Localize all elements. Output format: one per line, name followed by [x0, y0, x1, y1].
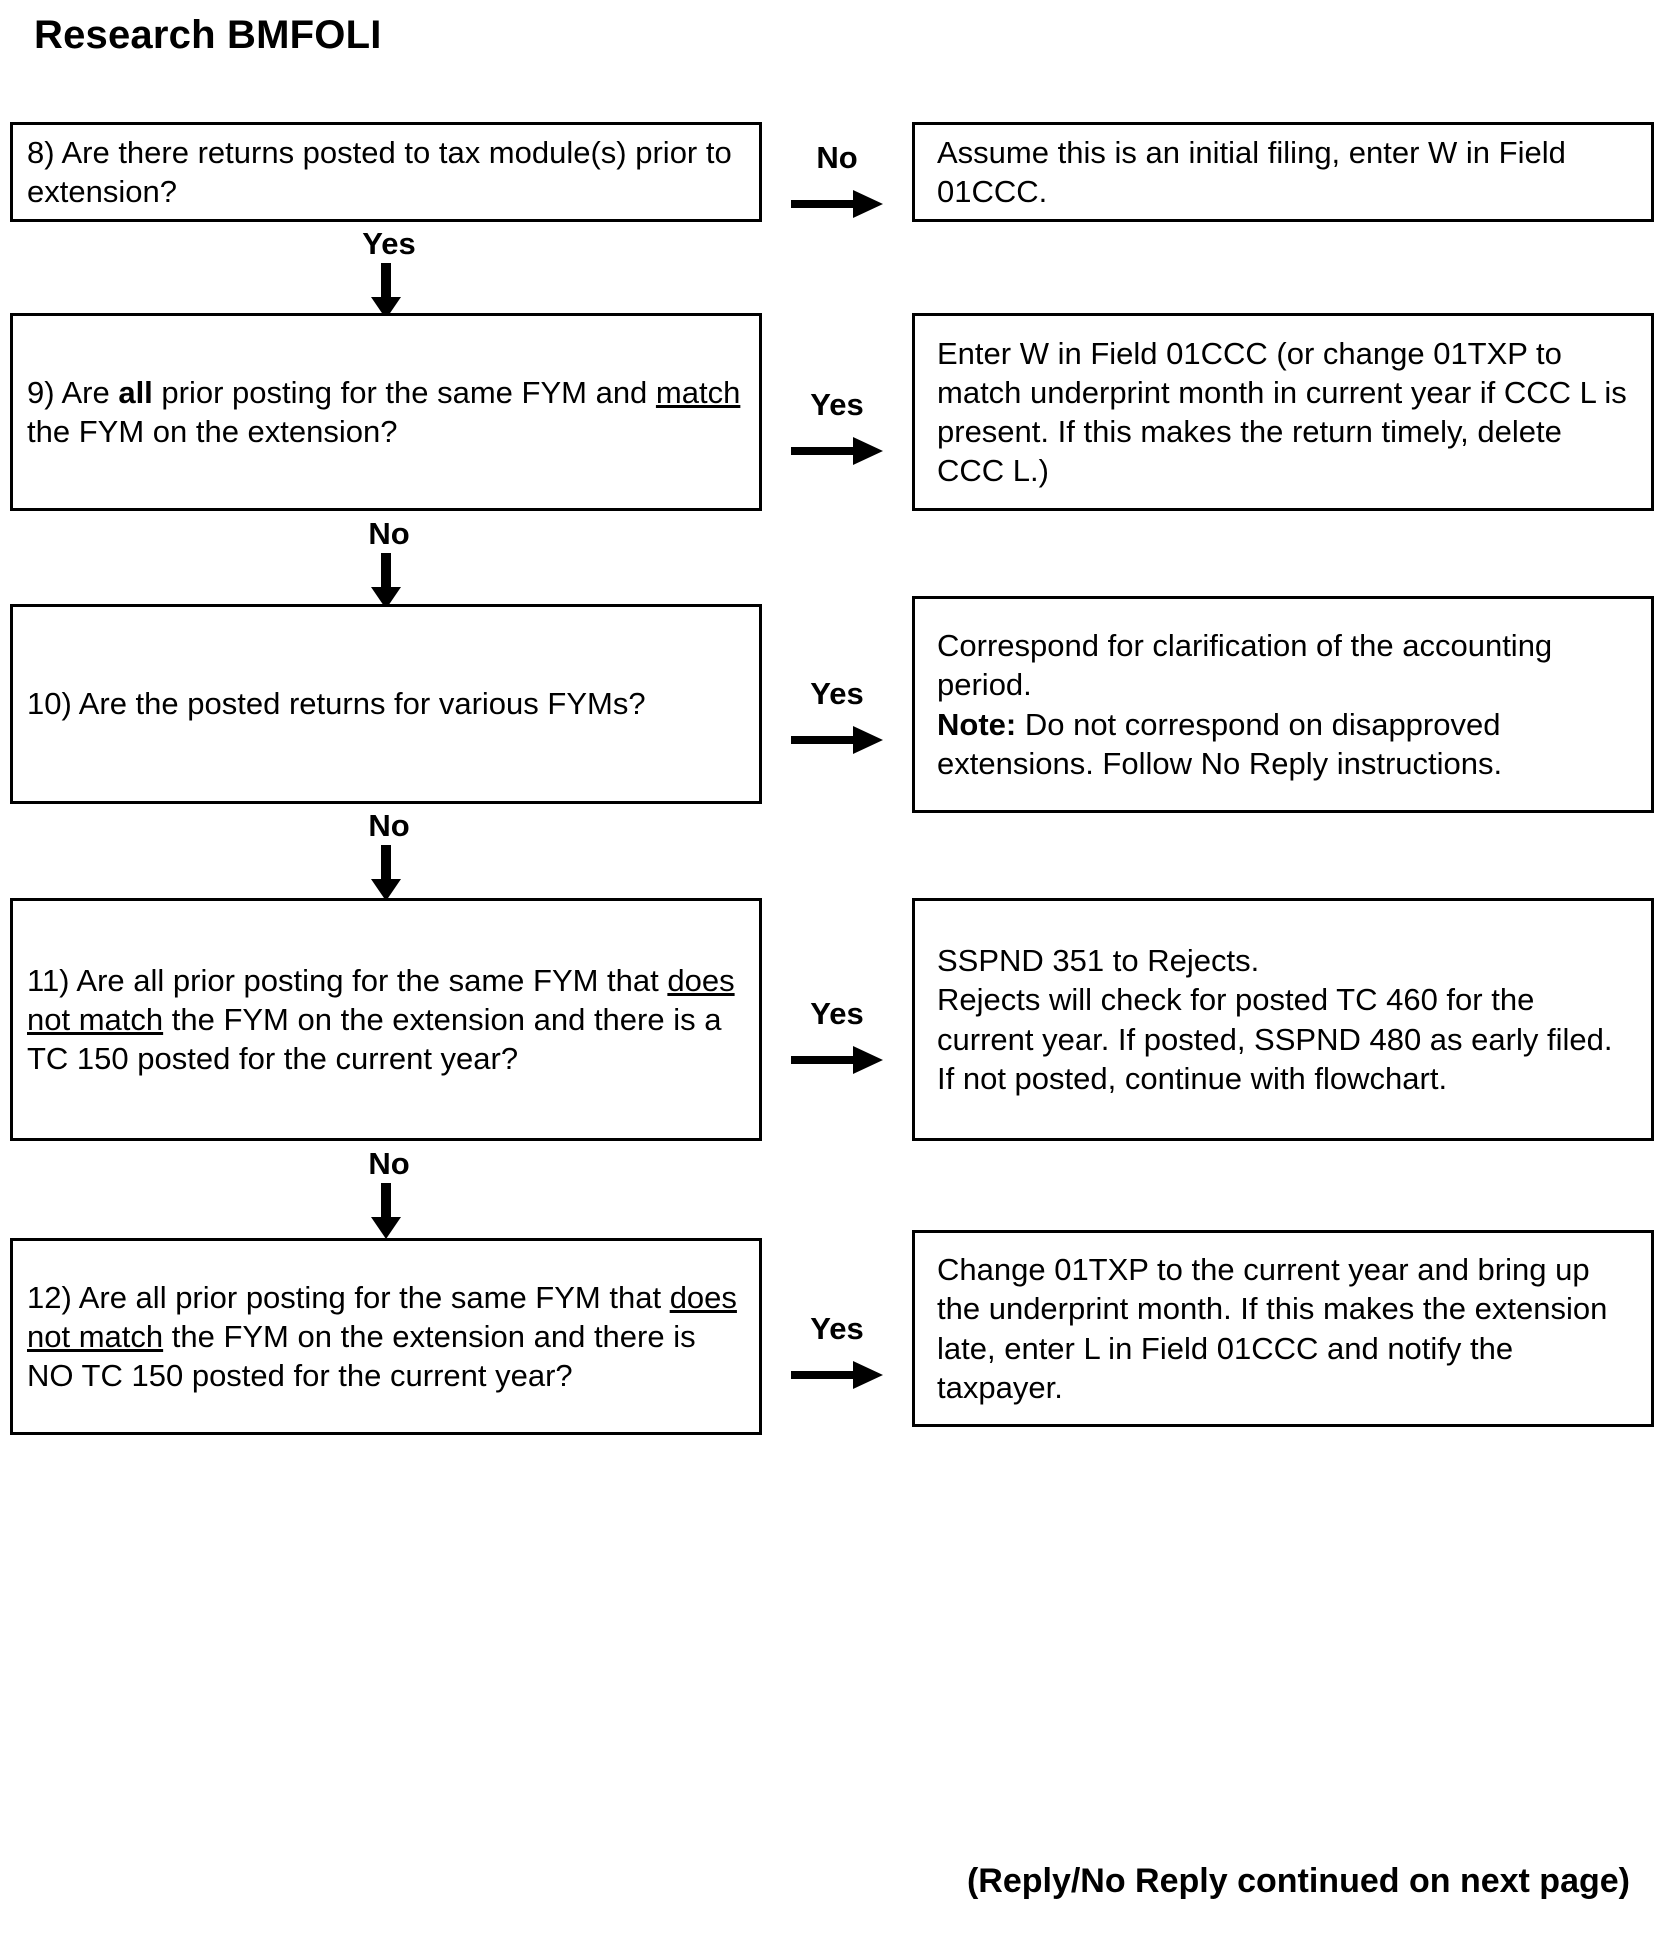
- action-box-11: SSPND 351 to Rejects.Rejects will check …: [912, 898, 1654, 1141]
- arrow-right-icon: [791, 726, 883, 754]
- branch-label-8: No: [816, 140, 858, 175]
- connector-label-9: No: [368, 516, 410, 551]
- footer-note: (Reply/No Reply continued on next page): [966, 1862, 1630, 1900]
- connector-label-11: No: [368, 1146, 410, 1181]
- connector-label-10: No: [368, 808, 410, 843]
- connector-8-to-9: Yes: [10, 228, 762, 319]
- action-box-8-text: Assume this is an initial filing, enter …: [937, 134, 1566, 209]
- arrow-down-icon: [371, 845, 401, 901]
- decision-box-9: 9) Are all prior posting for the same FY…: [10, 313, 762, 511]
- action-box-11-text: SSPND 351 to Rejects.Rejects will check …: [937, 943, 1613, 1096]
- branch-label-10: Yes: [810, 676, 864, 711]
- branch-label-9: Yes: [810, 387, 864, 422]
- connector-10-to-11: No: [10, 810, 762, 901]
- decision-box-8-text: 8) Are there returns posted to tax modul…: [27, 134, 732, 209]
- decision-box-11-text: 11) Are all prior posting for the same F…: [27, 962, 735, 1077]
- decision-box-8: 8) Are there returns posted to tax modul…: [10, 122, 762, 222]
- decision-box-11: 11) Are all prior posting for the same F…: [10, 898, 762, 1141]
- branch-label-11: Yes: [810, 996, 864, 1031]
- connector-11-to-12: No: [10, 1148, 762, 1239]
- arrow-right-icon: [791, 1361, 883, 1389]
- connector-label-8: Yes: [362, 226, 416, 261]
- branch-10-yes: Yes: [762, 678, 912, 757]
- decision-box-12-text: 12) Are all prior posting for the same F…: [27, 1279, 737, 1394]
- action-box-10: Correspond for clarification of the acco…: [912, 596, 1654, 813]
- action-box-12-text: Change 01TXP to the current year and bri…: [937, 1252, 1608, 1405]
- decision-box-10: 10) Are the posted returns for various F…: [10, 604, 762, 804]
- decision-box-12: 12) Are all prior posting for the same F…: [10, 1238, 762, 1435]
- branch-8-no: No: [762, 142, 912, 221]
- branch-9-yes: Yes: [762, 389, 912, 468]
- connector-9-to-10: No: [10, 518, 762, 609]
- arrow-down-icon: [371, 263, 401, 319]
- action-box-9-text: Enter W in Field 01CCC (or change 01TXP …: [937, 335, 1627, 489]
- action-box-12: Change 01TXP to the current year and bri…: [912, 1230, 1654, 1427]
- decision-box-9-text: 9) Are all prior posting for the same FY…: [27, 374, 741, 449]
- arrow-right-icon: [791, 190, 883, 218]
- action-box-10-text: Correspond for clarification of the acco…: [937, 628, 1553, 781]
- arrow-right-icon: [791, 1046, 883, 1074]
- decision-box-10-text: 10) Are the posted returns for various F…: [27, 686, 646, 722]
- action-box-8: Assume this is an initial filing, enter …: [912, 122, 1654, 222]
- arrow-right-icon: [791, 437, 883, 465]
- page-title: Research BMFOLI: [34, 13, 382, 57]
- arrow-down-icon: [371, 553, 401, 609]
- branch-12-yes: Yes: [762, 1313, 912, 1392]
- branch-label-12: Yes: [810, 1311, 864, 1346]
- action-box-9: Enter W in Field 01CCC (or change 01TXP …: [912, 313, 1654, 511]
- branch-11-yes: Yes: [762, 998, 912, 1077]
- arrow-down-icon: [371, 1183, 401, 1239]
